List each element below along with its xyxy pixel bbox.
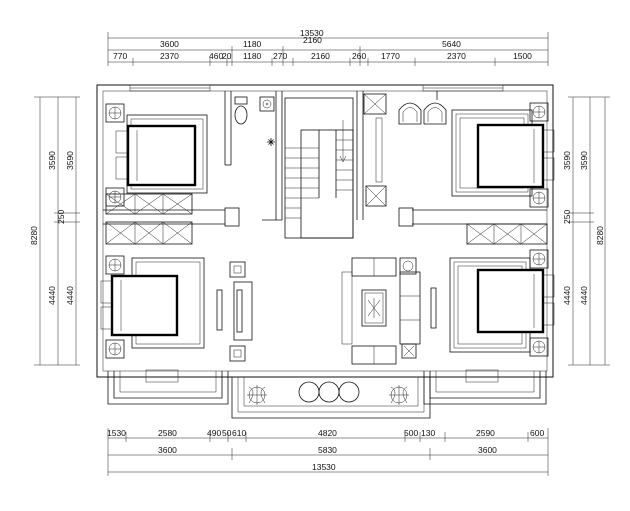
dim-top-total: 13530 [300, 28, 324, 38]
dim-top-r1-1: 3600 [160, 39, 179, 49]
double-bed-icon [476, 268, 545, 334]
dim-top-r2-10: 2370 [447, 51, 466, 61]
tv-stand-icon [233, 281, 253, 341]
plant-icon [389, 385, 409, 405]
bedroom-top-left [105, 103, 208, 215]
dim-top-r2-6: 270 [273, 51, 287, 61]
arrow-down-icon [339, 155, 347, 163]
flower-pot-icon [367, 298, 381, 318]
dim-right-outer: 8280 [595, 226, 605, 245]
dim-top-r2-5: 1180 [243, 51, 262, 61]
plant-icon [247, 385, 267, 405]
desk-icon [375, 117, 383, 183]
bedroom-top-right [363, 93, 555, 208]
dim-left-4: 3590 [65, 151, 75, 170]
bathroom [234, 96, 275, 146]
dim-bot-r2-3: 3600 [478, 445, 497, 455]
dim-top-r2-4: 20 [222, 51, 232, 61]
right-dimensions: 3590 250 4440 3590 4440 8280 [562, 96, 610, 366]
side-table-icon [229, 345, 246, 362]
wardrobe-icon [105, 221, 193, 245]
dim-top-r2-7: 2160 [311, 51, 330, 61]
dim-bot-r1-4: 50 [222, 428, 232, 438]
living-area [229, 257, 437, 365]
tv-cabinet-icon [216, 289, 223, 331]
wardrobe-icon [466, 223, 548, 245]
dim-bot-total: 13530 [312, 462, 336, 472]
lamp-table-icon [399, 257, 417, 275]
armchair-icon [423, 102, 447, 125]
nightstand-icon [529, 102, 549, 122]
dim-left-5: 4440 [65, 286, 75, 305]
window-bay-icon [363, 93, 387, 115]
coffee-table-icon [361, 289, 387, 327]
dim-right-2: 250 [562, 210, 572, 224]
dim-bot-r2-1: 3600 [158, 445, 177, 455]
dim-top-mid: 2160 [303, 35, 322, 45]
dim-top-r2-9: 1770 [381, 51, 400, 61]
double-bed-icon [126, 124, 197, 187]
dim-left-1: 3590 [47, 151, 57, 170]
nightstand-icon [105, 103, 125, 123]
toilet-tank-icon [234, 96, 248, 105]
stool-icon [298, 381, 320, 403]
dim-right-3: 4440 [562, 286, 572, 305]
double-bed-icon [476, 123, 545, 189]
dim-top-r2-11: 1500 [513, 51, 532, 61]
dim-bot-r1-10: 600 [530, 428, 544, 438]
plant-icon [401, 343, 417, 359]
staircase [284, 97, 354, 239]
side-table-icon [229, 261, 246, 278]
balcony-furniture [247, 381, 409, 405]
nightstand-icon [529, 188, 549, 208]
round-table-icon [318, 381, 340, 403]
nightstand-icon [529, 249, 549, 269]
dim-bot-r2-2: 5830 [318, 445, 337, 455]
dim-top-r2-8: 260 [352, 51, 366, 61]
wardrobe-icon [105, 193, 193, 215]
bottom-dimensions: 1530 2580 490 50 610 4820 500 130 2590 6… [107, 428, 549, 476]
dim-bot-r1-5: 610 [232, 428, 246, 438]
sink-icon [259, 96, 275, 112]
left-dimensions: 8280 3590 250 4440 3590 4440 [29, 96, 80, 366]
double-bed-icon [110, 274, 179, 337]
dim-left-2: 250 [56, 210, 66, 224]
bedroom-bottom-right [449, 223, 555, 357]
dim-bot-r1-8: 130 [421, 428, 435, 438]
bedroom-bottom-left [100, 221, 223, 359]
dim-bot-r1-6: 4820 [318, 428, 337, 438]
floor-drain-icon [267, 138, 275, 146]
nightstand-icon [529, 337, 549, 357]
balconies [107, 369, 547, 419]
dim-left-3: 4440 [47, 286, 57, 305]
dim-bot-r1-3: 490 [207, 428, 221, 438]
dim-bot-r1-7: 500 [404, 428, 418, 438]
nightstand-icon [105, 339, 125, 359]
armchair-icon [398, 102, 422, 125]
sofa-icon [341, 257, 421, 365]
stool-icon [338, 381, 360, 403]
dim-top-r1-2: 1180 [243, 39, 262, 49]
top-dimensions: 13530 2160 3600 1180 5640 770 2370 460 2… [107, 28, 549, 66]
dim-right-1: 3590 [562, 151, 572, 170]
dim-top-r2-2: 2370 [160, 51, 179, 61]
dim-left-outer: 8280 [29, 226, 39, 245]
dim-bot-r1-1: 1530 [107, 428, 126, 438]
dim-top-r2-1: 770 [113, 51, 127, 61]
dim-top-r1-3: 5640 [442, 39, 461, 49]
nightstand-icon [105, 255, 125, 275]
dim-bot-r1-9: 2590 [476, 428, 495, 438]
stair-treads [285, 139, 353, 219]
dim-bot-r1-2: 2580 [158, 428, 177, 438]
dim-right-5: 4440 [579, 286, 589, 305]
toilet-icon [234, 105, 248, 125]
tv-cabinet-icon [430, 287, 437, 329]
dim-top-r2-3: 460 [209, 51, 223, 61]
dim-right-4: 3590 [579, 151, 589, 170]
